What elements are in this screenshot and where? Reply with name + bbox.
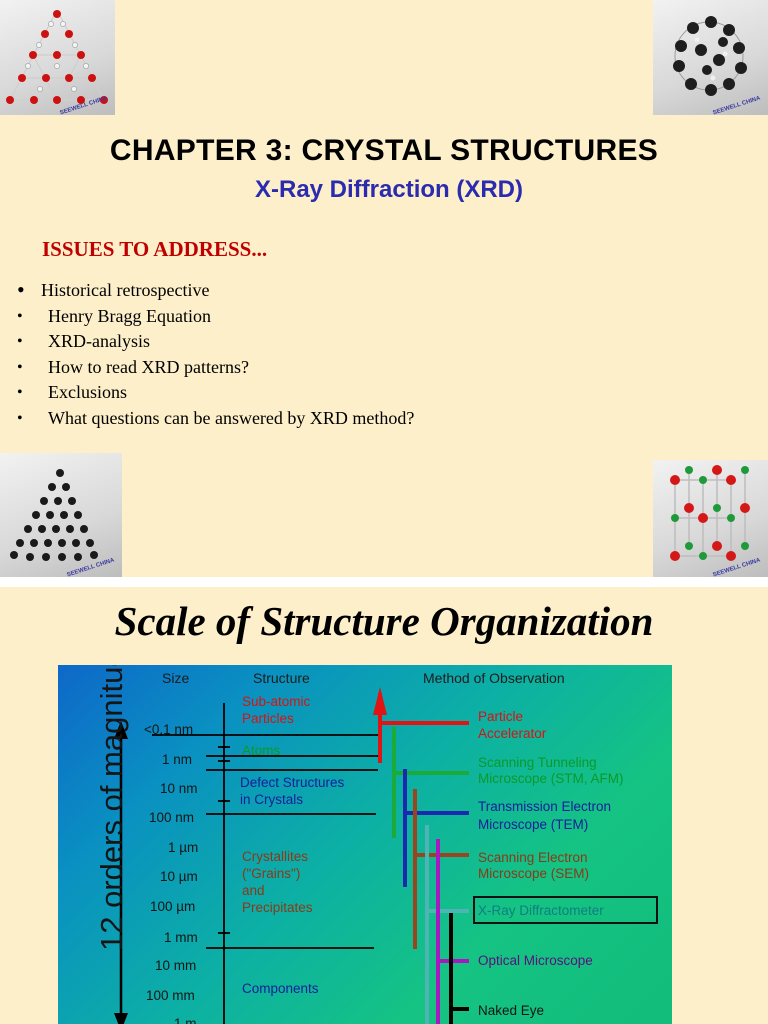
structure-label: Defect Structures [240,775,345,790]
method-label: X-Ray Diffractometer [478,903,604,918]
bullet-icon: • [17,384,23,402]
triangular-lattice-model-icon [6,9,108,104]
structure-label: Crystallites [242,849,309,864]
cubic-lattice-model-icon [670,465,750,561]
orders-of-magnitude-label: 12 orders of magnitude! [94,665,129,951]
list-item-text: How to read XRD patterns? [48,356,249,377]
list-item-text: Henry Bragg Equation [48,305,211,326]
method-header: Method of Observation [423,670,565,686]
crystal-model-photo-top-right: SEEWELL CHINA [653,0,768,115]
list-item-text: XRD-analysis [48,331,150,352]
size-label: 10 mm [155,958,197,973]
chapter-title: CHAPTER 3: CRYSTAL STRUCTURES [109,134,659,167]
method-bars [373,687,469,1024]
structure-label: Sub-atomic [242,694,311,709]
method-label: Microscope (STM, AFM) [478,771,624,786]
size-label: 100 mm [146,988,195,1003]
optical-bar [436,839,469,1024]
structure-label: in Crystals [240,792,304,807]
chapter-subtitle: X-Ray Diffraction (XRD) [254,176,524,203]
scale-chart-lines [114,687,469,1024]
list-item-text: Exclusions [48,382,127,403]
structure-label: and [242,883,265,898]
issues-heading: ISSUES TO ADDRESS... [42,237,268,261]
bullet-icon: • [17,358,23,376]
size-label: 1 mm [164,930,198,945]
bullet-icon: • [17,409,23,427]
eye-bar [449,913,469,1024]
structure-label: ("Grains") [242,866,301,881]
bullet-icon: • [17,333,23,351]
size-label: 1 m [174,1016,197,1024]
size-label: <0.1 nm [144,722,194,737]
structure-label: Precipitates [242,900,313,915]
xrd-bar [425,825,469,1024]
structure-header: Structure [253,670,310,686]
structure-label: Components [242,981,319,996]
sem-bar [413,789,469,949]
xrd-highlight-box [473,896,658,924]
size-label: 1 nm [162,752,193,767]
list-item-text: What questions can be answered by XRD me… [48,407,415,428]
method-label: Microscope (SEM) [478,866,590,881]
size-label: 10 µm [160,869,198,884]
slide-title: Scale of Structure Organization [114,598,654,644]
size-header: Size [162,670,190,686]
method-label: Naked Eye [478,1003,545,1018]
bullet-icon: • [17,307,23,325]
method-label: Accelerator [478,726,547,741]
slide-chapter-3: SEEWELL CHINA SEEWELL CHINA CHAPTER 3: C… [0,0,768,577]
crystal-model-photo-bottom-right: SEEWELL CHINA [653,460,768,577]
method-label: Transmission Electron [478,799,612,814]
method-label: Microscope (TEM) [478,817,589,832]
bullet-icon: • [17,277,25,302]
list-item-text: Historical retrospective [41,280,210,300]
magnitude-arrow-icon [114,721,128,1024]
method-label: Scanning Tunneling [478,755,597,770]
slide-scale-of-structure: Scale of Structure Organization [0,587,768,1024]
method-label: Optical Microscope [478,953,593,968]
fullerene-model-icon [673,16,747,96]
method-label: Scanning Electron [478,850,588,865]
scale-chart: 12 orders of magnitude! Size Structure M… [58,665,672,1024]
method-label: Particle [478,709,524,724]
crystal-model-photo-bottom-left: SEEWELL CHINA [0,453,122,577]
size-label: 1 µm [168,840,199,855]
size-label: 100 µm [150,899,196,914]
structure-label: Atoms [242,743,281,758]
crystal-model-photo-top-left: SEEWELL CHINA [0,0,115,115]
structure-label: Particles [242,711,294,726]
size-label: 10 nm [160,781,198,796]
pyramid-lattice-model-icon [10,469,98,561]
size-label: 100 nm [149,810,195,825]
